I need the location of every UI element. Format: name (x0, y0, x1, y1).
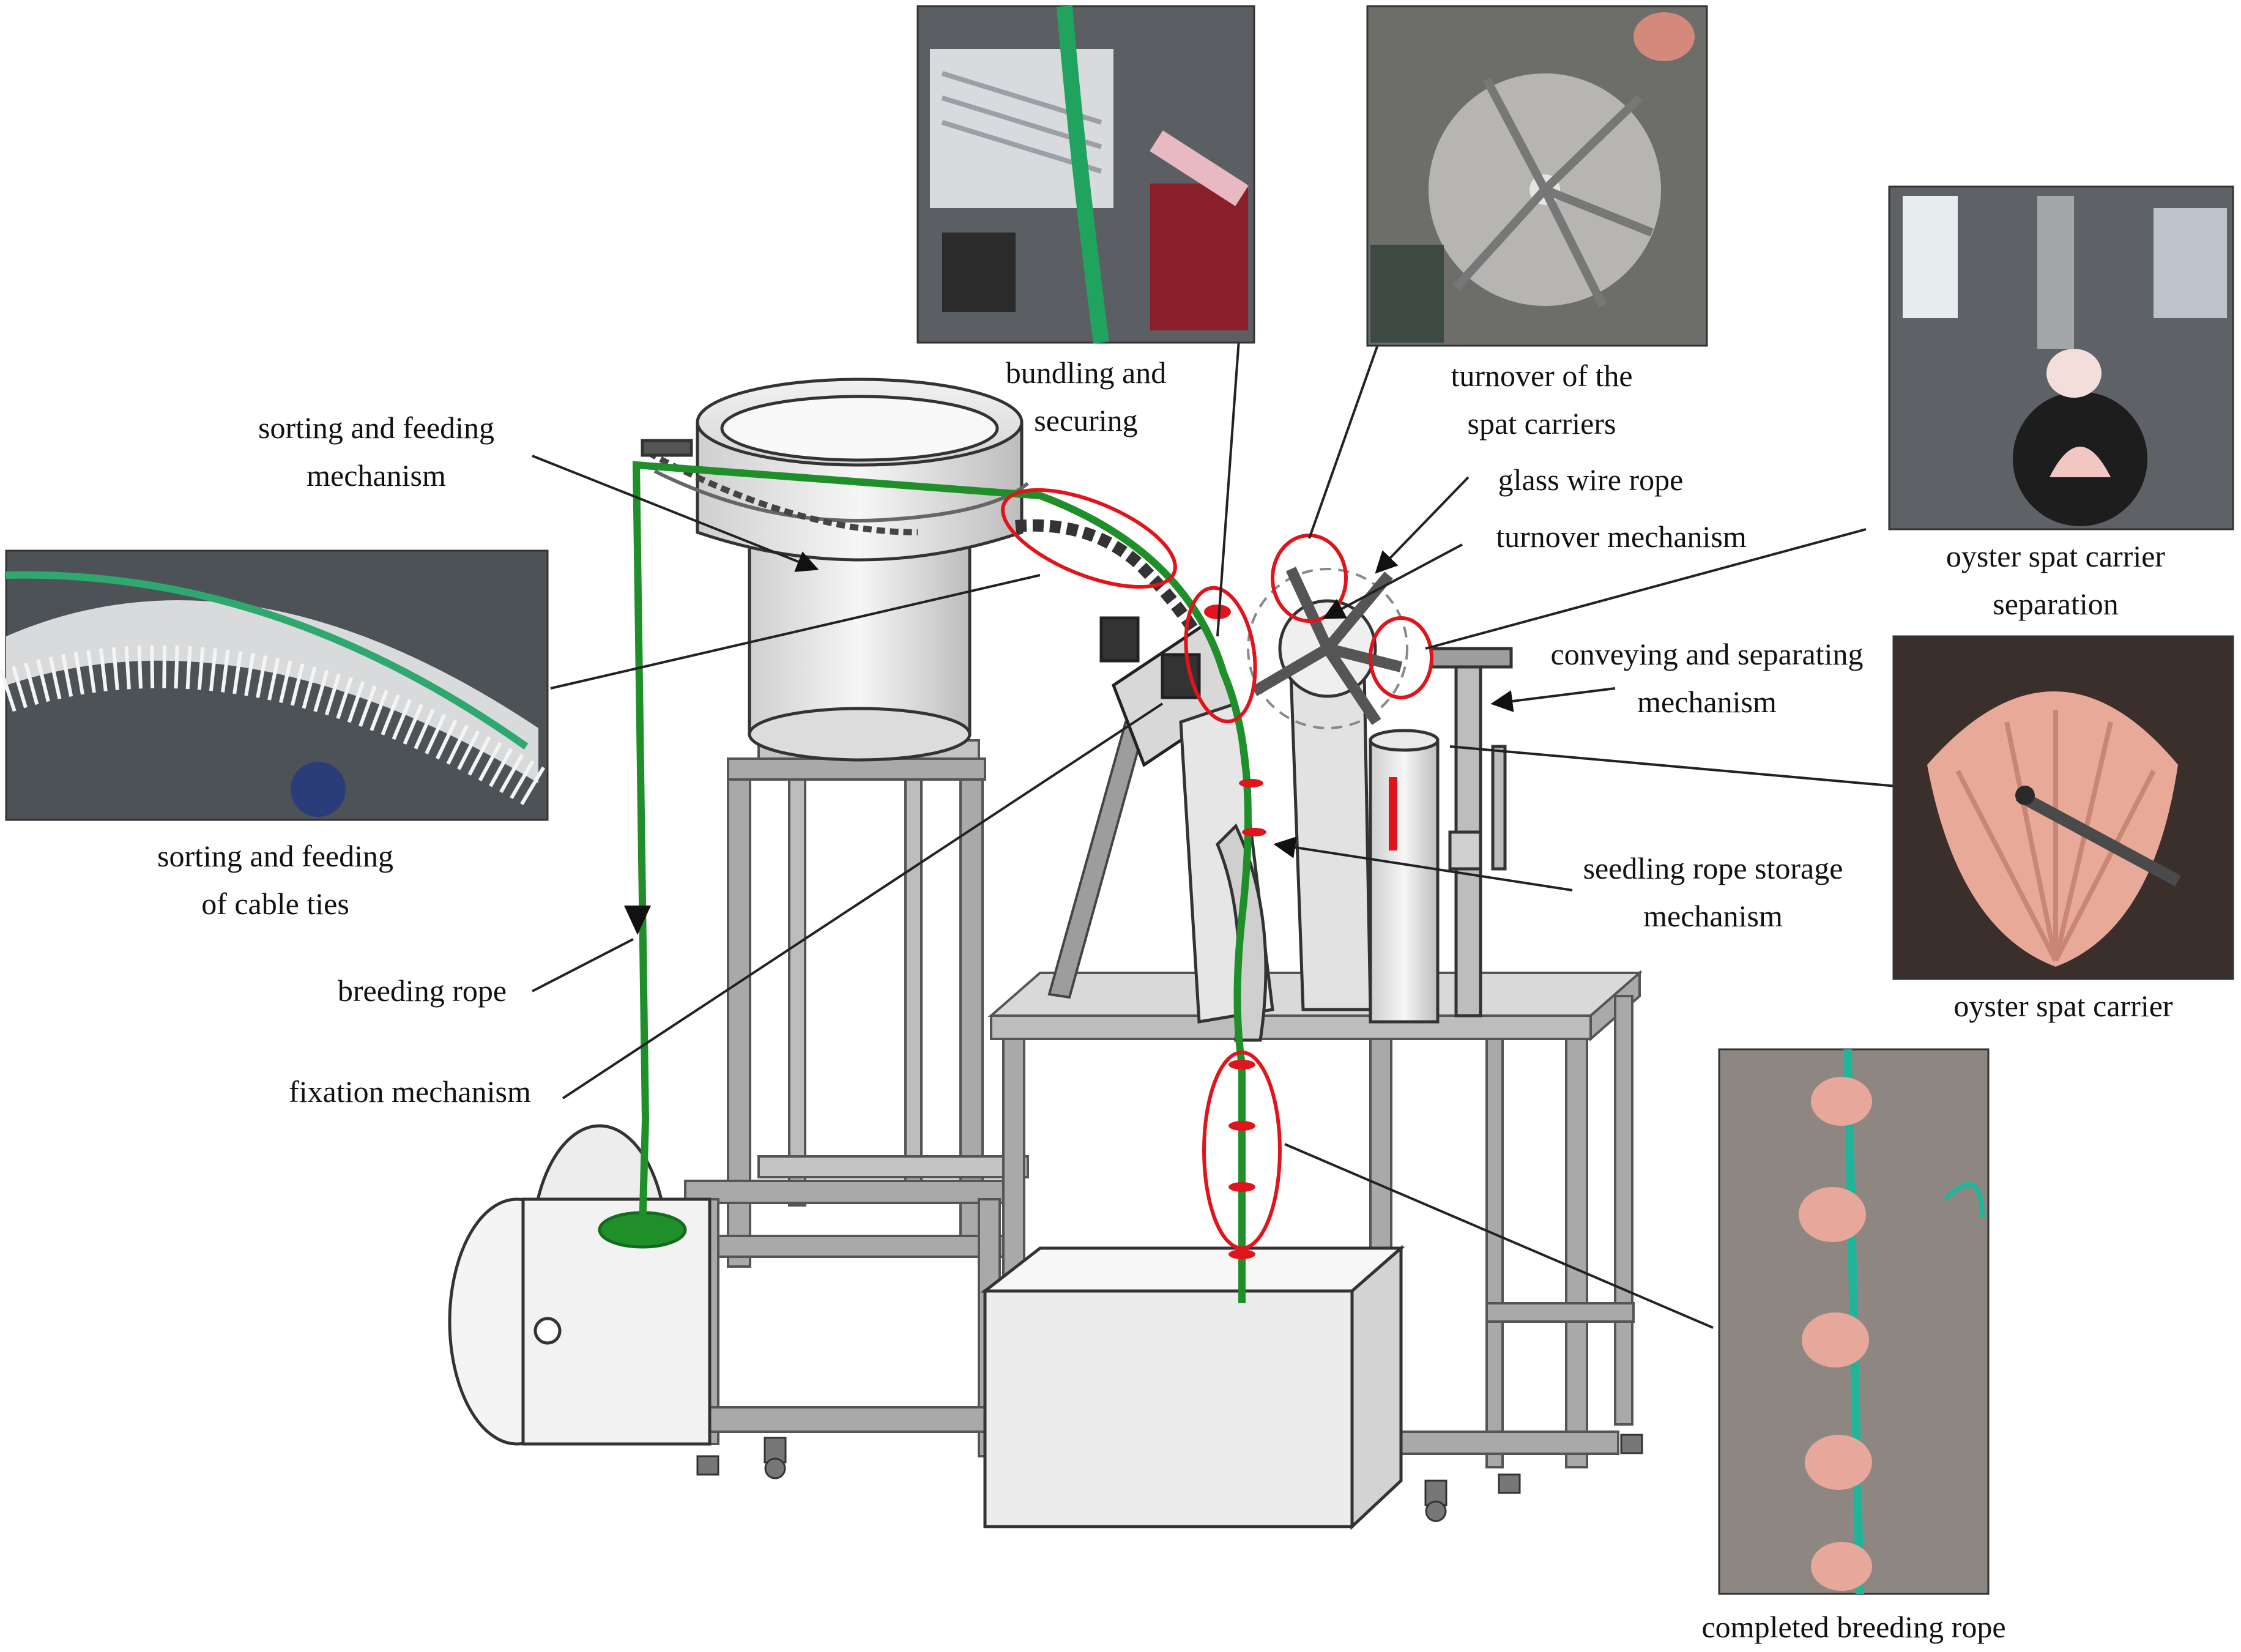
leader-lines (532, 339, 1897, 1329)
photo-bundling (916, 5, 1255, 344)
highlight-ellipses (1001, 488, 1433, 1250)
photo-turnover (1366, 5, 1708, 347)
left-frame (684, 739, 1029, 1457)
label-bundling-securing: bundling and securing (1005, 355, 1167, 437)
casters (696, 1434, 1643, 1522)
rope-spool (448, 1124, 712, 1446)
photo-sorting-cable-ties (0, 549, 550, 821)
photo-completed-rope (1718, 1048, 1990, 1595)
label-oyster-spat-carrier: oyster spat carrier (1953, 989, 2173, 1023)
scallops-on-rope (1204, 605, 1266, 1259)
label-glass-wire-rope: glass wire rope (1498, 463, 1684, 497)
breeding-rope-path (632, 461, 1252, 1303)
photo-oyster-carrier (1892, 635, 2234, 980)
photo-separation (1888, 185, 2234, 530)
label-turnover-spat-carriers: turnover of the spat carriers (1451, 359, 1633, 441)
label-breeding-rope: breeding rope (337, 973, 507, 1008)
seedling-storage-model (1369, 729, 1440, 1024)
label-fixation-mechanism: fixation mechanism (289, 1074, 531, 1109)
label-sorting-feeding-mechanism: sorting and feeding mechanism (258, 411, 494, 493)
label-turnover-mechanism: turnover mechanism (1496, 519, 1747, 554)
conveying-column-model (1430, 647, 1513, 1018)
turnover-wheel-model (1247, 567, 1408, 1011)
support-strut (1047, 720, 1146, 999)
collection-box (980, 1245, 1405, 1530)
label-completed-breeding-rope: completed breeding rope (1701, 1610, 2006, 1644)
rope-arrow (624, 906, 651, 935)
label-sorting-cable-ties: sorting and feeding of cable ties (157, 839, 393, 921)
label-seedling-rope-storage: seedling rope storage mechanism (1583, 851, 1843, 933)
label-spat-carrier-separation: oyster spat carrier separation (1946, 539, 2166, 621)
label-conveying-separating: conveying and separating mechanism (1550, 637, 1864, 719)
